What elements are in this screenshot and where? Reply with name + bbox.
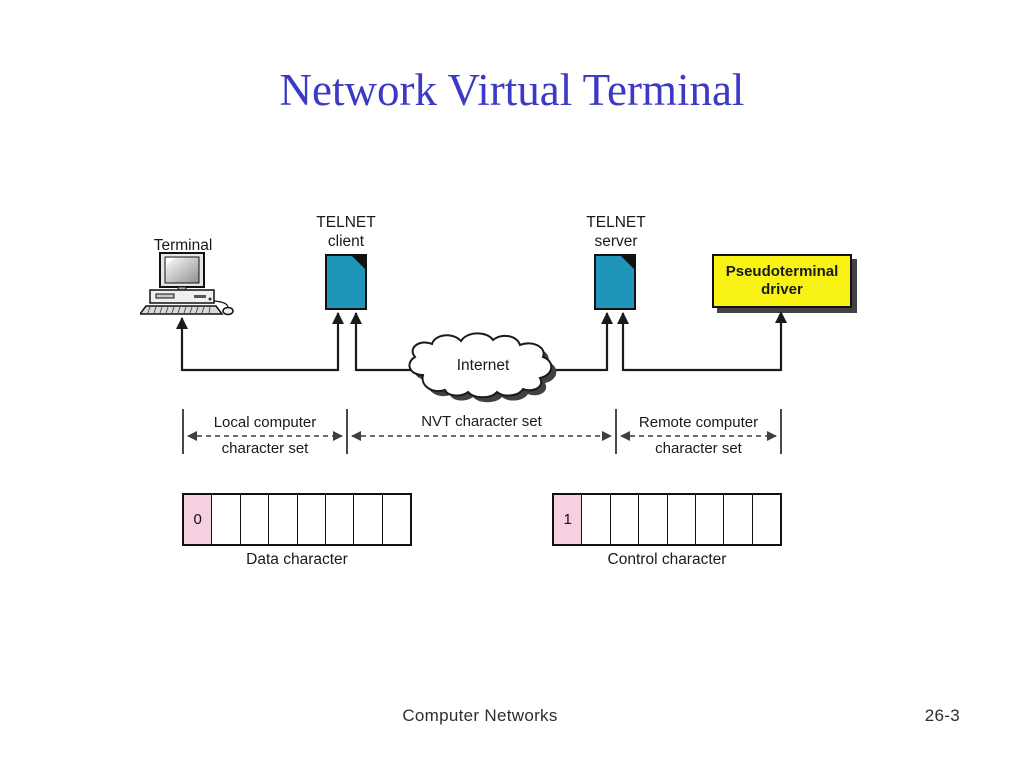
byte-cell	[296, 495, 325, 544]
byte-cell	[666, 495, 695, 544]
byte-cell	[381, 495, 410, 544]
terminal-label: Terminal	[153, 237, 213, 254]
telnet-server-document-icon	[594, 254, 636, 310]
pseudoterminal-driver-box: Pseudoterminal driver	[712, 254, 852, 308]
byte-cell	[324, 495, 353, 544]
telnet-server-label-line1: TELNET	[586, 214, 646, 231]
telnet-client-label-line2: client	[327, 233, 365, 250]
pseudoterminal-label-line1: Pseudoterminal	[725, 263, 839, 280]
local-charset-label-line2: character set	[221, 440, 309, 457]
telnet-client-document-icon	[325, 254, 367, 310]
byte-cell	[239, 495, 268, 544]
control-character-array-label: Control character	[607, 551, 727, 568]
byte-cell	[609, 495, 638, 544]
byte-cell	[751, 495, 780, 544]
control-character-array: 1	[552, 493, 782, 546]
byte-cell	[581, 495, 609, 544]
data-character-array-label: Data character	[246, 551, 348, 568]
byte-cell	[694, 495, 723, 544]
page-title: Network Virtual Terminal	[279, 65, 745, 115]
footer-page-number: 26-3	[924, 706, 960, 725]
byte-cell	[353, 495, 381, 544]
nvt-charset-label: NVT character set	[421, 413, 542, 430]
terminal-computer-icon	[140, 252, 234, 316]
byte-cell	[211, 495, 239, 544]
footer-course-title: Computer Networks	[402, 706, 558, 725]
data-character-array: 0	[182, 493, 412, 546]
remote-charset-label-line2: character set	[655, 440, 742, 457]
internet-label: Internet	[456, 357, 510, 374]
telnet-client-label: TELNET client	[296, 213, 396, 251]
telnet-client-label-line1: TELNET	[316, 214, 376, 231]
bit-cell: 0	[184, 495, 212, 544]
byte-cell	[268, 495, 296, 544]
byte-cell	[638, 495, 666, 544]
bit-cell: 1	[554, 495, 582, 544]
remote-charset-label-line1: Remote computer	[638, 414, 759, 431]
telnet-server-label: TELNET server	[566, 213, 666, 251]
pseudoterminal-label-line2: driver	[761, 281, 803, 298]
telnet-server-label-line2: server	[594, 233, 638, 250]
local-charset-label-line1: Local computer	[213, 414, 317, 431]
byte-cell	[723, 495, 751, 544]
